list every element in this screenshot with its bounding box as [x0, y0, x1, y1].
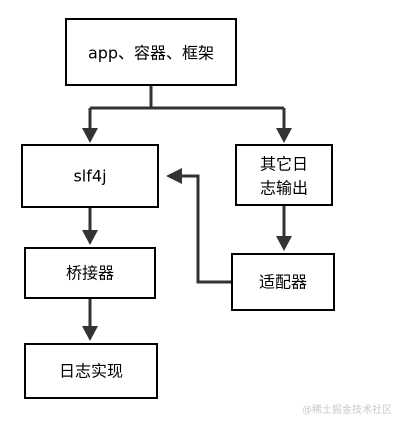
node-other-log-label-line1: 其它日	[260, 155, 308, 174]
node-adapter-box	[231, 253, 335, 311]
arrow-head-impl	[82, 326, 98, 341]
watermark: @稀土掘金技术社区	[302, 405, 392, 416]
node-adapter: 适配器	[231, 253, 335, 311]
arrow-head-slf4j-feedback	[166, 168, 182, 184]
edge-adapter-to-slf4j	[180, 174, 232, 284]
node-other-log-label-line2: 志输出	[260, 179, 308, 198]
arrow-head-bridge	[82, 230, 98, 245]
node-adapter-label: 适配器	[259, 273, 307, 292]
node-slf4j-box	[21, 144, 159, 208]
node-app-box	[65, 18, 237, 86]
node-log-impl-label: 日志实现	[59, 362, 123, 381]
node-bridge-box	[24, 247, 156, 299]
node-log-impl: 日志实现	[24, 343, 158, 399]
node-app-label: app、容器、框架	[88, 44, 214, 63]
node-bridge: 桥接器	[24, 247, 156, 299]
edges	[82, 86, 292, 341]
node-slf4j: slf4j	[21, 144, 159, 208]
arrow-head-other	[276, 128, 292, 143]
arrow-head-adapter	[276, 236, 292, 251]
node-other-log-box	[235, 144, 333, 206]
node-other-log: 其它日 志输出	[235, 144, 333, 206]
node-bridge-label: 桥接器	[66, 264, 114, 283]
arrow-head-slf4j	[82, 128, 98, 143]
node-log-impl-box	[24, 343, 158, 399]
node-app: app、容器、框架	[65, 18, 237, 86]
node-slf4j-label: slf4j	[73, 167, 106, 186]
